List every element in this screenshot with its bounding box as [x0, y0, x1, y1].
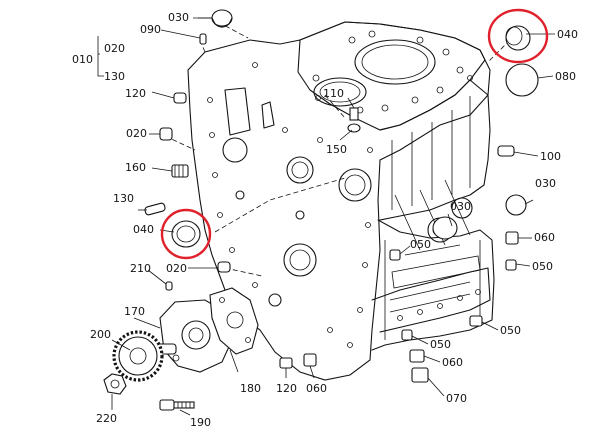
label-210: 210 [130, 262, 151, 275]
gasket-180 [209, 287, 259, 355]
label-050-lower: 050 [500, 324, 521, 337]
label-070: 070 [446, 392, 467, 405]
label-200: 200 [90, 328, 111, 341]
label-120-bottom: 120 [276, 382, 297, 395]
bolt-110-150 [347, 107, 361, 133]
cover-080 [505, 63, 539, 97]
nut-220 [103, 373, 127, 395]
label-050-right: 050 [532, 260, 553, 273]
label-060-bottom: 060 [306, 382, 327, 395]
highlight-ring-040-right [487, 8, 549, 64]
label-010: 010 [72, 53, 93, 66]
label-190: 190 [190, 416, 211, 429]
label-150: 150 [326, 143, 347, 156]
label-050-bottom: 050 [430, 338, 451, 351]
label-130-group: 130 [104, 70, 125, 83]
separate-parts [103, 9, 539, 411]
label-060-lower: 060 [442, 356, 463, 369]
label-030-right: 030 [535, 177, 556, 190]
highlight-rings [160, 8, 549, 260]
highlight-ring-040-left [160, 208, 212, 260]
cylinder-block [187, 21, 495, 381]
plug-030-right [505, 194, 527, 216]
reference-lines [164, 21, 511, 277]
pin-090 [199, 33, 207, 45]
plug-020-left [159, 127, 173, 141]
plug-040-left [171, 220, 201, 248]
plug-030-middle [432, 216, 458, 240]
label-160: 160 [125, 161, 146, 174]
label-040-right: 040 [557, 28, 578, 41]
label-050-side: 050 [410, 238, 431, 251]
part-labels: 030 090 020 010 130 120 110 020 150 160 … [72, 11, 578, 429]
pin-210 [165, 281, 173, 291]
label-220: 220 [96, 412, 117, 425]
label-180: 180 [240, 382, 261, 395]
gear-200 [112, 330, 164, 382]
label-040-left: 040 [133, 223, 154, 236]
plug-020-lower [217, 261, 231, 273]
label-030-middle: 030 [450, 200, 471, 213]
label-020-group: 020 [104, 42, 125, 55]
pin-130 [144, 202, 166, 216]
label-020-lower: 020 [166, 262, 187, 275]
label-030-top: 030 [168, 11, 189, 24]
label-020-left: 020 [126, 127, 147, 140]
bolts-050-060 [389, 231, 519, 383]
label-110: 110 [323, 87, 344, 100]
label-060-right: 060 [534, 231, 555, 244]
label-130: 130 [113, 192, 134, 205]
label-090: 090 [140, 23, 161, 36]
label-170: 170 [124, 305, 145, 318]
plug-160 [171, 164, 189, 178]
bolt-190 [159, 399, 195, 411]
label-080: 080 [555, 70, 576, 83]
label-120-left: 120 [125, 87, 146, 100]
plug-120-left [173, 92, 187, 104]
bolts-120-060-bottom [279, 353, 317, 369]
plug-030-top [211, 9, 233, 28]
plug-040-right [505, 25, 531, 51]
plug-100 [497, 145, 515, 157]
label-100: 100 [540, 150, 561, 163]
leader-lines [97, 17, 555, 416]
